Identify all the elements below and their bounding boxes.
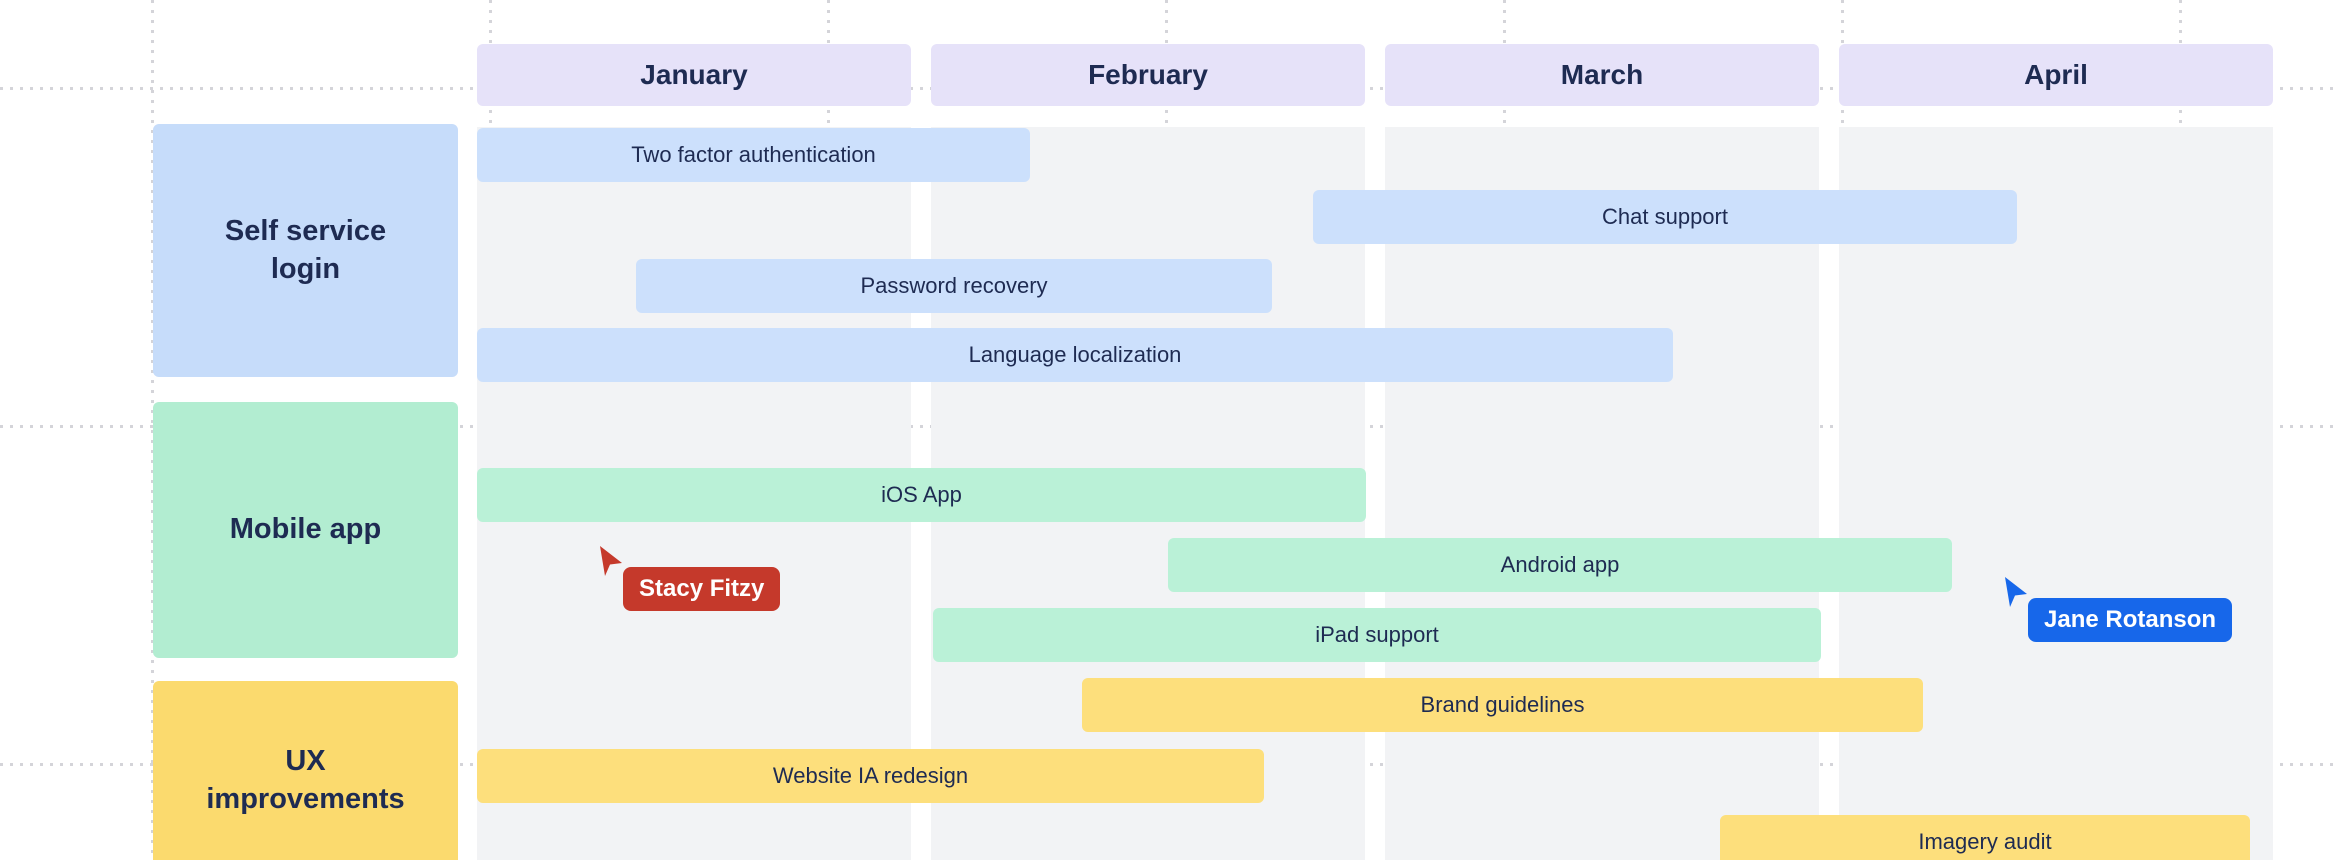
task-bar-label: Two factor authentication bbox=[631, 142, 876, 167]
month-header-label: March bbox=[1560, 59, 1644, 90]
user-cursor-jane-rotanson: Jane Rotanson bbox=[2004, 577, 2233, 642]
cursor-name-badge: Jane Rotanson bbox=[2028, 598, 2233, 642]
month-header-label: April bbox=[2024, 59, 2088, 90]
task-bar-label: Brand guidelines bbox=[1420, 692, 1585, 717]
category-block-label: Self service login bbox=[224, 215, 387, 285]
task-bar-label: iOS App bbox=[881, 482, 962, 507]
category-block-label: Mobile app bbox=[229, 513, 382, 546]
month-header-january[interactable]: January bbox=[477, 44, 911, 106]
month-column-band-march bbox=[1385, 127, 1819, 860]
task-bar-language-localization[interactable]: Language localization bbox=[477, 328, 1673, 382]
cursor-name-badge: Stacy Fitzy bbox=[623, 567, 781, 611]
category-block-label: UX improvements bbox=[206, 745, 405, 815]
task-bar-label: Language localization bbox=[968, 342, 1182, 367]
month-header-february[interactable]: February bbox=[931, 44, 1365, 106]
task-bar-password-recovery[interactable]: Password recovery bbox=[636, 259, 1272, 313]
task-bar-brand-guidelines[interactable]: Brand guidelines bbox=[1082, 678, 1923, 732]
category-block-ux-improvements[interactable]: UX improvements bbox=[153, 681, 458, 860]
user-cursor-stacy-fitzy: Stacy Fitzy bbox=[599, 546, 781, 611]
task-bar-imagery-audit[interactable]: Imagery audit bbox=[1720, 815, 2250, 860]
task-bar-label: Chat support bbox=[1602, 204, 1728, 229]
task-bar-ipad-support[interactable]: iPad support bbox=[933, 608, 1821, 662]
month-column-band-april bbox=[1839, 127, 2273, 860]
cursor-arrow-icon bbox=[2005, 577, 2027, 607]
task-bar-label: Password recovery bbox=[860, 273, 1048, 298]
category-block-mobile-app[interactable]: Mobile app bbox=[153, 402, 458, 658]
task-bar-two-factor-authentication[interactable]: Two factor authentication bbox=[477, 128, 1030, 182]
task-bar-android-app[interactable]: Android app bbox=[1168, 538, 1952, 592]
task-bar-label: Android app bbox=[1500, 552, 1620, 577]
task-bar-chat-support[interactable]: Chat support bbox=[1313, 190, 2017, 244]
task-bar-label: Website IA redesign bbox=[772, 763, 969, 788]
cursor-arrow-icon bbox=[600, 546, 622, 576]
month-header-april[interactable]: April bbox=[1839, 44, 2273, 106]
task-bar-ios-app[interactable]: iOS App bbox=[477, 468, 1366, 522]
month-header-label: January bbox=[640, 59, 748, 90]
month-header-march[interactable]: March bbox=[1385, 44, 1819, 106]
category-block-self-service-login[interactable]: Self service login bbox=[153, 124, 458, 377]
task-bar-label: iPad support bbox=[1315, 622, 1439, 647]
task-bar-website-ia-redesign[interactable]: Website IA redesign bbox=[477, 749, 1264, 803]
month-header-label: February bbox=[1088, 59, 1208, 90]
task-bar-label: Imagery audit bbox=[1918, 829, 2052, 854]
